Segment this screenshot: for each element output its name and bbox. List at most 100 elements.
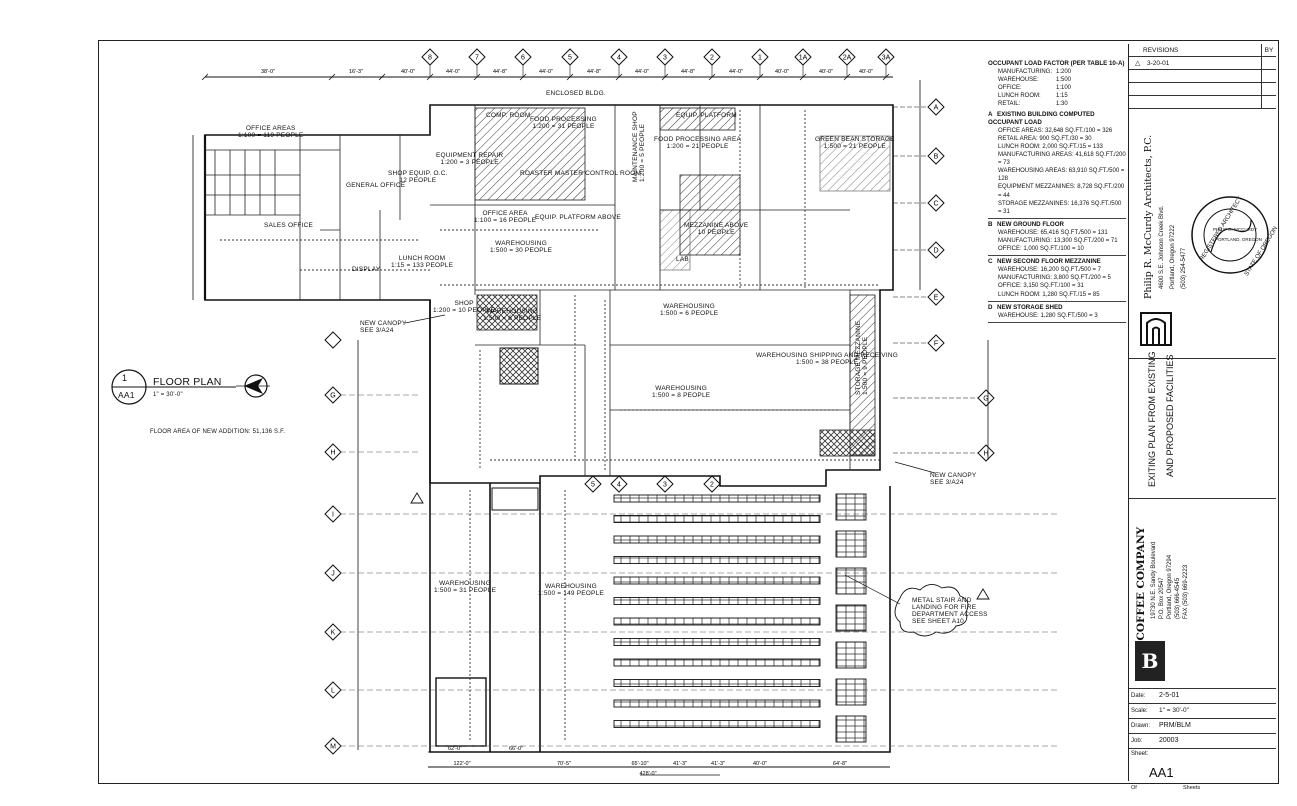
room-occupancy: 1:100 = 119 PEOPLE bbox=[238, 132, 304, 139]
room-label: SALES OFFICE bbox=[264, 222, 313, 229]
grid-marker-label: B bbox=[934, 154, 939, 161]
company-fax: FAX (503) 669-2223 bbox=[1183, 564, 1189, 619]
grid-marker: 4 bbox=[610, 48, 628, 77]
grid-marker-label: 2 bbox=[710, 55, 714, 62]
grid-marker-label: 3 bbox=[663, 482, 667, 489]
rack-row bbox=[613, 597, 821, 605]
bottom-dimension-line bbox=[428, 751, 890, 776]
occupant-factor-value: 1:500 bbox=[1056, 77, 1072, 84]
occupant-line: OFFICE: 1,000 SQ.FT./100 = 10 bbox=[998, 246, 1084, 253]
scale-label: Scale: bbox=[1131, 708, 1148, 714]
grid-marker-label: 3 bbox=[663, 55, 667, 62]
occupant-line: WAREHOUSE: 1,280 SQ.FT./500 = 3 bbox=[998, 312, 1098, 319]
room-occupancy: 1:500 = 38 PEOPLE bbox=[795, 359, 859, 366]
room-occupancy: 1:500 = 9 PEOPLE bbox=[862, 336, 869, 395]
occupant-line: OFFICE: 3,150 SQ.FT./100 = 31 bbox=[998, 283, 1084, 290]
dimension-label: 122'-0" bbox=[453, 761, 470, 767]
grid-marker: 4 bbox=[610, 475, 628, 493]
occupant-line: MANUFACTURING AREAS: 41,618 SQ.FT./200 =… bbox=[998, 152, 1126, 167]
grid-marker-label: M bbox=[330, 744, 336, 751]
drawn-label: Drawn: bbox=[1131, 723, 1151, 729]
stair-note-line: METAL STAIR AND bbox=[912, 597, 972, 604]
drawing-title: FLOOR PLAN bbox=[153, 376, 222, 388]
revision-row-empty bbox=[1129, 83, 1276, 96]
date-value: 2-5-01 bbox=[1159, 692, 1180, 699]
company-address-2: P.O. Box 20547 bbox=[1159, 577, 1165, 619]
section-divider bbox=[988, 321, 1126, 323]
occupant-section-text: EXISTING BUILDING COMPUTED OCCUPANT LOAD bbox=[988, 110, 1095, 126]
drawing-scale: 1" = 30'-0" bbox=[153, 392, 183, 398]
job-value: 20003 bbox=[1159, 737, 1179, 744]
existing-building-outline bbox=[203, 104, 894, 487]
occupant-line: WAREHOUSING AREAS: 63,910 SQ.FT./500 = 1… bbox=[998, 168, 1125, 183]
grid-marker-label: 6 bbox=[521, 55, 525, 62]
grid-marker: H bbox=[324, 443, 342, 461]
dimension-label: 44'-0" bbox=[446, 69, 460, 75]
dimension-label: 44'-0" bbox=[729, 69, 743, 75]
drawing-sheet-border bbox=[98, 40, 1279, 784]
grid-marker: C bbox=[893, 194, 945, 212]
grid-marker: D bbox=[893, 241, 945, 259]
room-occupancy: 1:500 = 30 PEOPLE bbox=[490, 247, 553, 254]
grid-marker-label: F bbox=[934, 341, 938, 348]
room-label: EQUIP. PLATFORM bbox=[676, 112, 737, 119]
dimension-label: 40'-0" bbox=[753, 761, 767, 767]
room-label: LUNCH ROOM bbox=[398, 255, 446, 262]
grid-marker-label: 1 bbox=[758, 55, 762, 62]
floor-plan-callout bbox=[111, 369, 236, 405]
grid-marker-label: H bbox=[983, 451, 988, 458]
occupant-factor-name: RETAIL: bbox=[998, 101, 1021, 108]
dimension-label: 40'-0" bbox=[775, 69, 789, 75]
rack-bay bbox=[835, 567, 867, 595]
rack-bay bbox=[835, 604, 867, 632]
room-label: SHOP bbox=[454, 300, 474, 307]
dimension-label: 38'-0" bbox=[261, 69, 275, 75]
scale-value: 1" = 30'-0" bbox=[1159, 707, 1189, 714]
revision-triangle-icon bbox=[410, 492, 990, 600]
occupant-factor-row: WAREHOUSE:1:500 bbox=[988, 76, 1126, 84]
room-occupancy: 1:200 = 3 PEOPLE bbox=[440, 159, 499, 166]
room-label: FOOD PROCESSING bbox=[530, 116, 597, 123]
stair-note: METAL STAIR AND LANDING FOR FIRE DEPARTM… bbox=[912, 597, 988, 625]
grid-marker bbox=[324, 331, 342, 349]
revision-row: △ 3-20-01 bbox=[1129, 57, 1276, 70]
room-label: GREEN BEAN STORAGE bbox=[815, 136, 895, 143]
rack-row bbox=[613, 617, 821, 626]
company-phone: (503) 666-4545 bbox=[1175, 577, 1181, 619]
architect-address: 4600 S.E. Johnson Creek Blvd. bbox=[1159, 205, 1165, 289]
rack-row bbox=[613, 658, 821, 667]
revision-triangle-icon: △ bbox=[1135, 60, 1141, 67]
room-label: EQUIP. PLATFORM ABOVE bbox=[535, 214, 621, 221]
equipment-area bbox=[499, 347, 539, 385]
grid-marker: 2A bbox=[838, 48, 856, 77]
stair-note-line: DEPARTMENT ACCESS bbox=[912, 611, 988, 618]
room-occupancy: 12 PEOPLE bbox=[399, 177, 437, 184]
occupant-factor-row: OFFICE:1:100 bbox=[988, 84, 1126, 92]
dimension-label: 41'-3" bbox=[673, 761, 687, 767]
revisions-label: REVISIONS bbox=[1143, 47, 1179, 54]
hatched-areas bbox=[474, 107, 891, 457]
occupant-section-text: NEW SECOND FLOOR MEZZANINE bbox=[997, 258, 1101, 266]
room-occupancy: 1:200 = 10 PEOPLE bbox=[433, 307, 496, 314]
room-occupancy: 1:500 = 149 PEOPLE bbox=[538, 590, 604, 597]
rack-bay bbox=[835, 493, 867, 521]
architect-name: Philip R. McCurdy Architects, P.C. bbox=[1143, 134, 1154, 299]
room-label: ROASTER MASTER CONTROL ROOM bbox=[520, 170, 642, 177]
room-label: OFFICE AREAS bbox=[245, 125, 296, 132]
grid-marker: 8 bbox=[421, 48, 439, 77]
room-label: COMP. ROOM bbox=[486, 112, 531, 119]
canopy-note-ref: SEE 3/A24 bbox=[930, 479, 964, 486]
room-label: WAREHOUSING bbox=[545, 583, 597, 590]
section-divider bbox=[988, 300, 1126, 302]
room-label: MEZZANINE ABOVE bbox=[684, 222, 749, 229]
grid-marker-label: 4 bbox=[617, 55, 621, 62]
occupant-factor-value: 1:200 bbox=[1056, 69, 1072, 76]
room-label: WAREHOUSING bbox=[486, 308, 539, 315]
revision-row-empty bbox=[1129, 70, 1276, 83]
room-label: DISPLAY bbox=[352, 266, 381, 273]
dimension-label: 41'-3" bbox=[711, 761, 725, 767]
grid-marker-label: 2A bbox=[843, 55, 852, 62]
room-label: STORAGE MEZZANINE bbox=[855, 320, 862, 395]
